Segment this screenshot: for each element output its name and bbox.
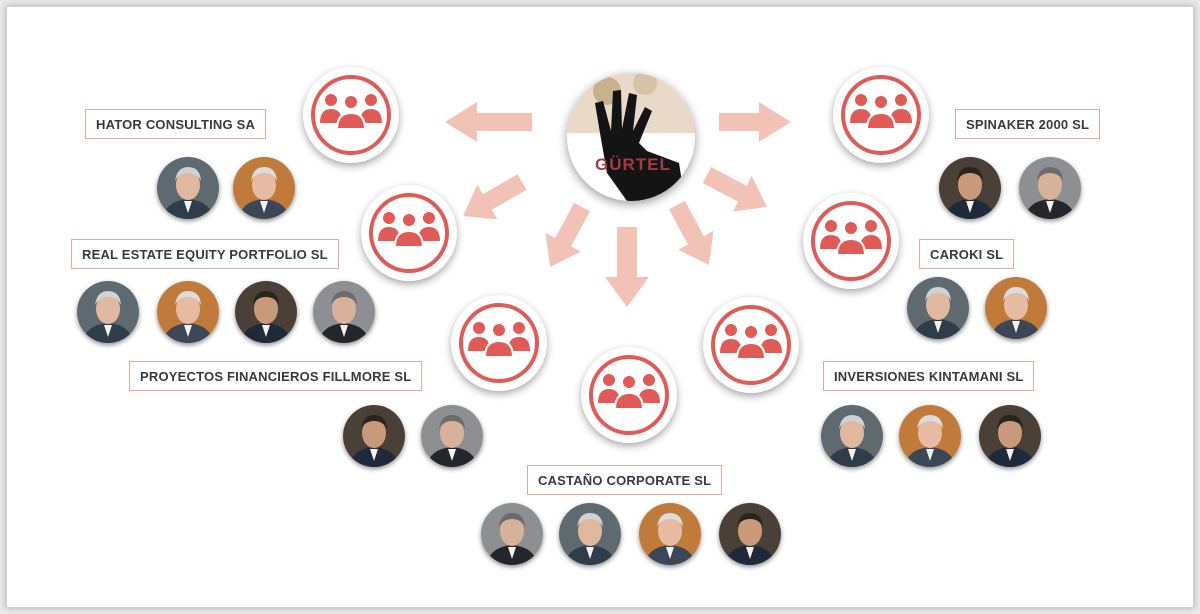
company-icon-caroki [803,193,899,289]
gurtel-title-part-a: GÜRT [595,155,648,174]
person-portrait-icon [77,281,139,343]
person-portrait-icon [821,405,883,467]
arrow-to-spinaker [719,102,791,142]
person-portrait-icon [907,277,969,339]
arrow-to-fillmore [545,202,590,268]
company-label-caroki: CAROKI SL [919,239,1015,269]
person-portrait-icon [481,503,543,565]
person-portrait-icon [343,405,405,467]
group-of-people-icon [320,94,382,130]
company-icon-real-estate [361,185,457,281]
person-portrait-icon [235,281,297,343]
person-portrait-icon [233,157,295,219]
arrow-to-caroki [702,167,768,212]
person-portrait-icon [899,405,961,467]
group-of-people-icon [720,324,782,360]
company-icon-kintamani [703,297,799,393]
company-label-kintamani: INVERSIONES KINTAMANI SL [823,361,1035,391]
group-of-people-icon [850,94,912,130]
person-portrait-icon [985,277,1047,339]
person-portrait-icon [939,157,1001,219]
group-of-people-icon [378,212,440,248]
gurtel-title: GÜRTEL [567,155,695,175]
person-portrait-icon [157,157,219,219]
person-portrait-icon [421,405,483,467]
company-icon-castano [581,347,677,443]
company-icon-hator [303,67,399,163]
diagram-frame: GÜRTEL [6,6,1194,608]
company-label-real-estate: REAL ESTATE EQUITY PORTFOLIO SL [71,239,339,269]
company-label-spinaker: SPINAKER 2000 SL [955,109,1101,139]
arrow-to-castano [605,227,649,307]
group-of-people-icon [468,322,530,358]
company-icon-fillmore [451,295,547,391]
gurtel-title-part-b: EL [647,155,671,174]
gurtel-hub: GÜRTEL [567,73,695,201]
arrows-layer [445,102,791,307]
person-portrait-icon [639,503,701,565]
person-portrait-icon [157,281,219,343]
arrow-to-kintamani [669,200,714,266]
group-of-people-icon [598,374,660,410]
company-icon-spinaker [833,67,929,163]
hand-icon [567,73,695,201]
arrow-to-hator [445,102,532,142]
person-portrait-icon [719,503,781,565]
group-of-people-icon [820,220,882,256]
company-label-hator: HATOR CONSULTING SA [85,109,267,139]
person-portrait-icon [1019,157,1081,219]
person-portrait-icon [313,281,375,343]
arrow-to-real-estate [463,174,527,220]
person-portrait-icon [979,405,1041,467]
company-label-castano: CASTAÑO CORPORATE SL [527,465,723,495]
person-portrait-icon [559,503,621,565]
company-label-fillmore: PROYECTOS FINANCIEROS FILLMORE SL [129,361,423,391]
